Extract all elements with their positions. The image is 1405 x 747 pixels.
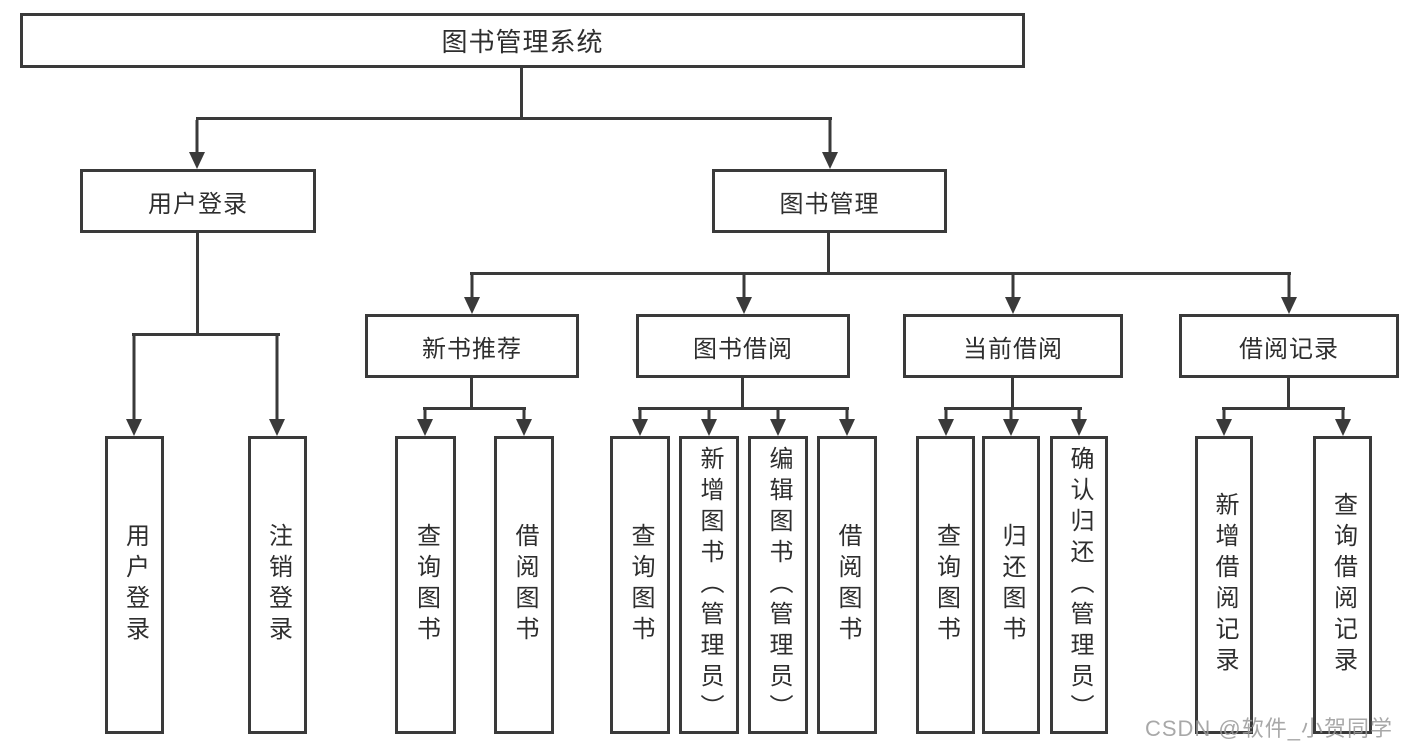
connector-arrow-down [1070, 410, 1087, 436]
leaf-borrow-books: 借阅图书 [817, 436, 877, 734]
leaf-confirm-return-admin: 确认归还（管理员） [1050, 436, 1108, 734]
connector-arrow-down [838, 410, 855, 436]
node-user-login: 用户登录 [80, 169, 316, 233]
leaf-query-books-current: 查询图书 [916, 436, 975, 734]
connector-arrow-down [700, 410, 717, 436]
node-borrowing-records: 借阅记录 [1179, 314, 1399, 378]
connector-arrow-down [769, 410, 786, 436]
connector-arrow-down [1002, 410, 1019, 436]
connector-arrow-down [1215, 410, 1232, 436]
node-book-management: 图书管理 [712, 169, 947, 233]
node-book-borrowing: 图书借阅 [636, 314, 850, 378]
connector-line [470, 378, 473, 409]
connector-arrow-down [416, 410, 433, 436]
csdn-watermark: CSDN @软件_小贺同学 [1144, 716, 1393, 741]
connector-line [944, 407, 1082, 410]
leaf-add-borrow-record: 新增借阅记录 [1195, 436, 1253, 734]
connector-line [520, 68, 523, 118]
connector-arrow-down [937, 410, 954, 436]
connector-arrow-down [188, 120, 205, 169]
connector-arrow-down [125, 336, 142, 436]
connector-arrow-down [515, 410, 532, 436]
node-current-borrowing: 当前借阅 [903, 314, 1123, 378]
connector-line [741, 378, 744, 409]
connector-line [1011, 378, 1014, 409]
connector-arrow-down [463, 275, 480, 314]
leaf-query-books-recommend: 查询图书 [395, 436, 456, 734]
leaf-user-login: 用户登录 [105, 436, 164, 734]
leaf-query-borrow-record: 查询借阅记录 [1313, 436, 1372, 734]
connector-line [470, 272, 1291, 275]
connector-arrow-down [1280, 275, 1297, 314]
connector-line [132, 333, 280, 336]
connector-arrow-down [631, 410, 648, 436]
node-new-book-recommendation: 新书推荐 [365, 314, 579, 378]
leaf-add-books-admin: 新增图书（管理员） [679, 436, 739, 734]
leaf-logout: 注销登录 [248, 436, 307, 734]
connector-line [423, 407, 526, 410]
connector-line [638, 407, 849, 410]
connector-arrow-down [735, 275, 752, 314]
connector-line [827, 233, 830, 275]
leaf-return-books: 归还图书 [982, 436, 1040, 734]
leaf-query-books-borrowing: 查询图书 [610, 436, 670, 734]
connector-arrow-down [1004, 275, 1021, 314]
connector-line [196, 117, 832, 120]
leaf-edit-books-admin: 编辑图书（管理员） [748, 436, 808, 734]
node-library-management-system: 图书管理系统 [20, 13, 1025, 68]
connector-line [1287, 378, 1290, 409]
connector-line [1222, 407, 1345, 410]
connector-arrow-down [821, 120, 838, 169]
leaf-borrow-books-recommend: 借阅图书 [494, 436, 554, 734]
connector-arrow-down [1334, 410, 1351, 436]
connector-arrow-down [268, 336, 285, 436]
connector-line [196, 233, 199, 336]
